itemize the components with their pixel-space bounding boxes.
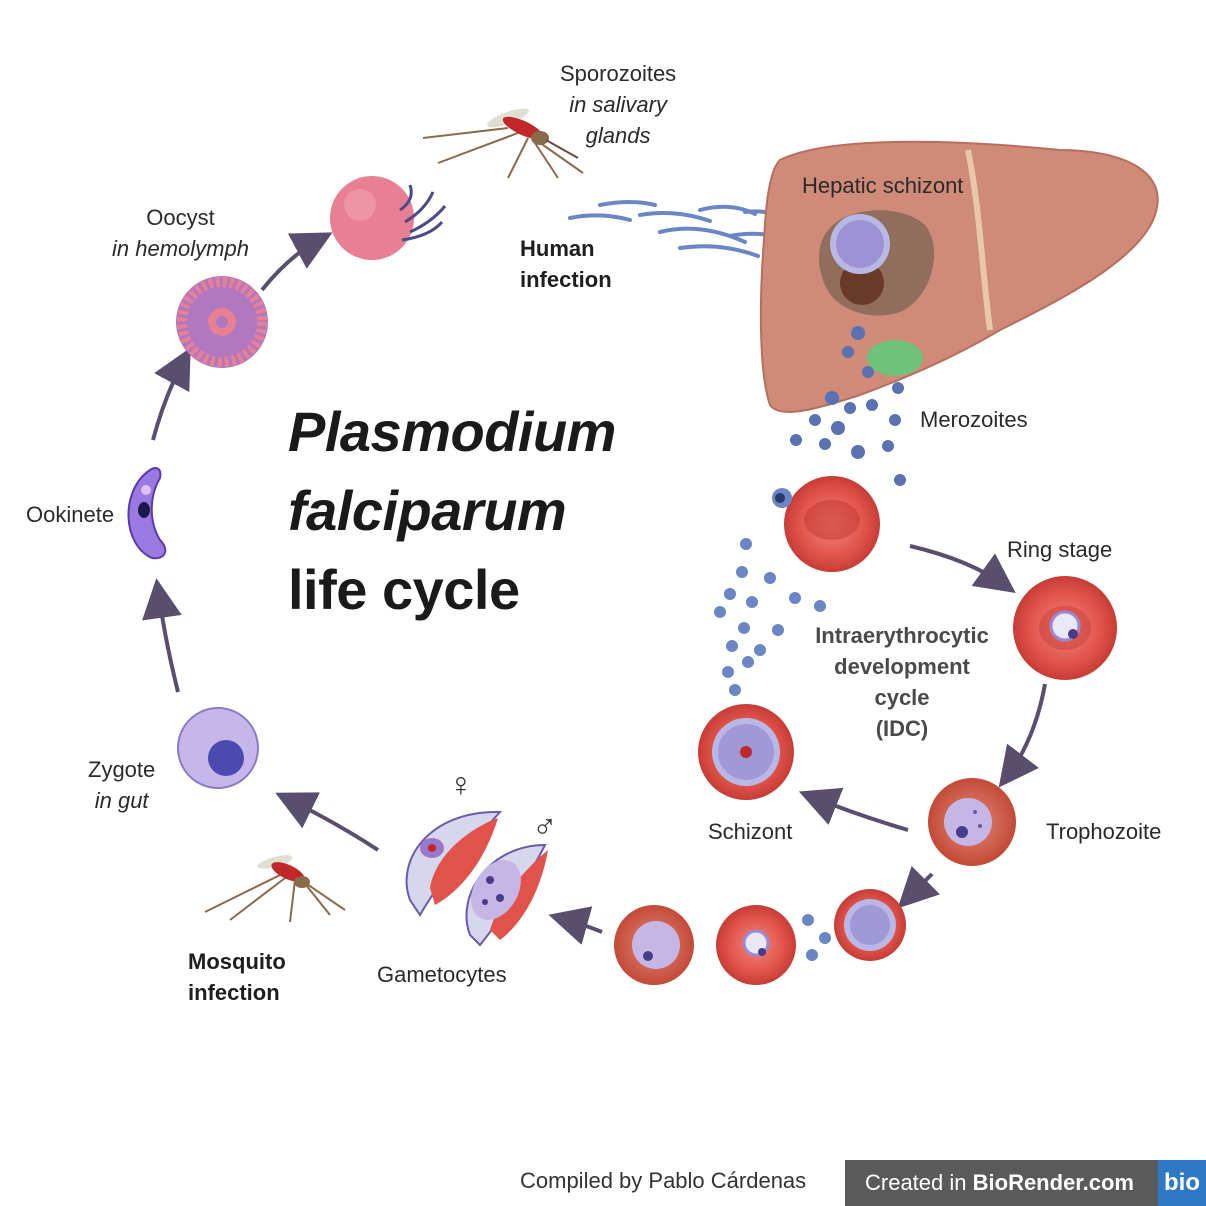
biorender-badge[interactable]: Created in BioRender.com bio (845, 1160, 1206, 1206)
label-schizont: Schizont (708, 819, 793, 844)
merozoites-cluster-icon (790, 326, 906, 486)
label-zygote: Zygote in gut (88, 757, 156, 813)
label-gametocytes: Gametocytes (377, 962, 507, 987)
male-gametocyte-icon (465, 843, 548, 947)
arrow-trophozoite-to-late-schizont (897, 866, 940, 909)
label-oocyst: Oocyst in hemolymph (112, 205, 249, 261)
label-hepatic-schizont: Hepatic schizont (802, 173, 964, 198)
male-symbol-icon: ♂ (532, 808, 558, 846)
oocyst-rupturing-icon (330, 176, 447, 260)
label-mosquito-infection: Mosquito infection (188, 949, 286, 1005)
title-line-3: life cycle (288, 558, 520, 621)
label-sporozoites: Sporozoites in salivary glands (560, 61, 677, 148)
label-idc: Intraerythrocytic development cycle (IDC… (815, 623, 989, 741)
brand-text: BioRender.com (972, 1170, 1134, 1195)
female-gametocyte-icon (405, 810, 503, 917)
created-in-text: Created in (865, 1170, 973, 1195)
mosquito-bottom-icon (204, 855, 346, 923)
label-human-infection: Human infection (520, 236, 612, 292)
arrow-ring-to-trophozoite (998, 683, 1047, 788)
arrow-rbc-to-gametocytes (548, 906, 603, 945)
biorender-logo-icon: bio (1158, 1160, 1206, 1206)
label-ookinete: Ookinete (26, 502, 115, 527)
gametocyte-precursor-rbc-icon (614, 905, 694, 985)
free-merozoites-icon (714, 538, 826, 696)
arrow-oocyst-to-sporozoites (260, 232, 333, 292)
ookinete-icon (127, 467, 167, 560)
arrow-gametocytes-to-zygote (275, 792, 380, 852)
schizont-rbc-icon (698, 704, 794, 800)
label-merozoites: Merozoites (920, 407, 1028, 432)
trophozoite-rbc-icon (928, 778, 1016, 866)
credit-text: Compiled by Pablo Cárdenas (520, 1168, 807, 1193)
title-line-2: falciparum (288, 479, 567, 542)
arrow-trophozoite-to-schizont (798, 787, 909, 832)
title-line-1: Plasmodium (288, 400, 616, 463)
female-symbol-icon: ♀ (448, 766, 474, 804)
rbc-invasion-icon (772, 476, 880, 572)
arrow-ookinete-to-oocyst (151, 347, 191, 441)
zygote-icon (177, 707, 259, 789)
cycle-arrows (142, 232, 1047, 945)
label-ring-stage: Ring stage (1007, 537, 1113, 562)
arrow-merozoite-to-ring (909, 544, 1016, 594)
biorender-badge-text: Created in BioRender.com (845, 1170, 1158, 1196)
released-merozoites-icon (802, 914, 831, 961)
late-schizont-rbc-icon (834, 889, 906, 961)
label-trophozoite: Trophozoite (1046, 819, 1162, 844)
oocyst-radial-icon (176, 276, 268, 368)
arrow-zygote-to-ookinete (142, 578, 182, 693)
reinvaded-ring-rbc-icon (716, 905, 796, 985)
liver-icon (759, 140, 1159, 413)
mosquito-top-icon (422, 108, 584, 179)
diagram-title: Plasmodium falciparum life cycle (288, 392, 616, 629)
ring-stage-rbc-icon (1013, 576, 1117, 680)
